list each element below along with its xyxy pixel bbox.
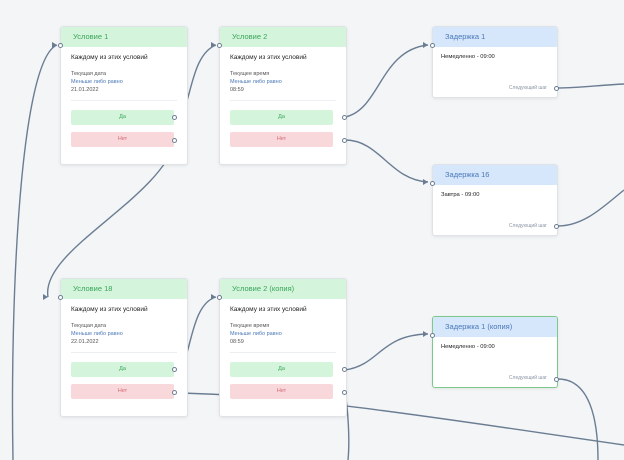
delay-node-16[interactable]: Задержка 16 Завтра - 09:00 Следующий шаг [430, 164, 559, 236]
input-port[interactable] [430, 333, 435, 338]
connector-c2-yes-to-d1 [344, 44, 429, 118]
next-step-port[interactable] [554, 377, 559, 382]
no-branch-button[interactable]: Нет [230, 132, 333, 147]
no-output-port[interactable] [342, 390, 347, 395]
yes-branch-button[interactable]: Да [71, 110, 174, 125]
no-branch-button[interactable]: Нет [230, 384, 333, 399]
divider [230, 352, 336, 353]
condition-node-18[interactable]: Условие 18 Каждому из этих условий Текущ… [58, 278, 188, 417]
no-output-port[interactable] [342, 138, 347, 143]
input-port[interactable] [217, 43, 222, 48]
delay-node-1[interactable]: Задержка 1 Немедленно - 09:00 Следующий … [430, 26, 559, 98]
yes-output-port[interactable] [172, 367, 177, 372]
divider [230, 100, 336, 101]
delay-node-header: Задержка 1 (копия) [433, 317, 557, 337]
next-step-port[interactable] [554, 86, 559, 91]
condition-operator: Меньше либо равно [71, 79, 123, 85]
condition-subtitle: Каждому из этих условий [71, 54, 148, 61]
condition-field: Текущее время [230, 71, 270, 77]
arrowhead-c2copy [211, 294, 216, 300]
delay-schedule: Немедленно - 09:00 [441, 344, 495, 350]
condition-node-2[interactable]: Условие 2 Каждому из этих условий Текуще… [217, 26, 347, 165]
arrowhead-d16 [423, 179, 428, 185]
condition-node-header: Условие 2 (копия) [220, 279, 346, 299]
input-port[interactable] [430, 181, 435, 186]
yes-output-port[interactable] [172, 115, 177, 120]
divider [71, 352, 177, 353]
condition-subtitle: Каждому из этих условий [230, 54, 307, 61]
condition-field: Текущая дата [71, 323, 107, 329]
yes-branch-button[interactable]: Да [230, 362, 333, 377]
connector-d1-next-out [557, 83, 624, 89]
condition-field: Текущее время [230, 323, 270, 329]
condition-node-1[interactable]: Условие 1 Каждому из этих условий Текуща… [58, 26, 188, 165]
delay-node-header: Задержка 16 [433, 165, 557, 185]
condition-subtitle: Каждому из этих условий [71, 306, 148, 313]
no-output-port[interactable] [172, 390, 177, 395]
delay-schedule: Завтра - 09:00 [441, 192, 480, 198]
input-port[interactable] [58, 295, 63, 300]
input-port[interactable] [58, 43, 63, 48]
condition-node-header: Условие 18 [61, 279, 187, 299]
next-step-label: Следующий шаг [508, 223, 547, 229]
arrowhead-c2 [211, 42, 216, 48]
input-port[interactable] [217, 295, 222, 300]
condition-operator: Меньше либо равно [230, 331, 282, 337]
yes-branch-button[interactable]: Да [71, 362, 174, 377]
delay-schedule: Немедленно - 09:00 [441, 54, 495, 60]
condition-subtitle: Каждому из этих условий [230, 306, 307, 313]
condition-node-header: Условие 1 [61, 27, 187, 47]
condition-field: Текущая дата [71, 71, 107, 77]
connector-d16-next-out [557, 189, 624, 227]
no-branch-button[interactable]: Нет [71, 132, 174, 147]
next-step-label: Следующий шаг [508, 375, 547, 381]
divider [71, 100, 177, 101]
connector-c2copy-yes-to-d1copy [344, 333, 429, 371]
condition-value: 21.01.2022 [71, 87, 99, 93]
next-step-label: Следующий шаг [508, 85, 547, 91]
no-output-port[interactable] [172, 138, 177, 143]
next-step-port[interactable] [554, 224, 559, 229]
yes-output-port[interactable] [342, 115, 347, 120]
arrowhead-d1 [423, 42, 428, 48]
condition-value: 22.01.2022 [71, 339, 99, 345]
condition-value: 08:59 [230, 339, 244, 345]
connector-c2-no-to-d16 [344, 139, 429, 183]
no-branch-button[interactable]: Нет [71, 384, 174, 399]
condition-node-2-copy[interactable]: Условие 2 (копия) Каждому из этих услови… [217, 278, 347, 417]
delay-node-1-copy[interactable]: Задержка 1 (копия) Немедленно - 09:00 Сл… [430, 316, 559, 388]
yes-branch-button[interactable]: Да [230, 110, 333, 125]
arrowhead-c1 [52, 42, 57, 48]
condition-node-header: Условие 2 [220, 27, 346, 47]
delay-node-header: Задержка 1 [433, 27, 557, 47]
condition-operator: Меньше либо равно [230, 79, 282, 85]
condition-operator: Меньше либо равно [71, 331, 123, 337]
condition-value: 08:59 [230, 87, 244, 93]
arrowhead-d1copy [423, 331, 428, 337]
yes-output-port[interactable] [342, 367, 347, 372]
connector-entry-condition-1 [11, 44, 58, 460]
arrowhead-c18 [43, 294, 48, 300]
connector-d1copy-next-down [557, 378, 599, 460]
input-port[interactable] [430, 43, 435, 48]
